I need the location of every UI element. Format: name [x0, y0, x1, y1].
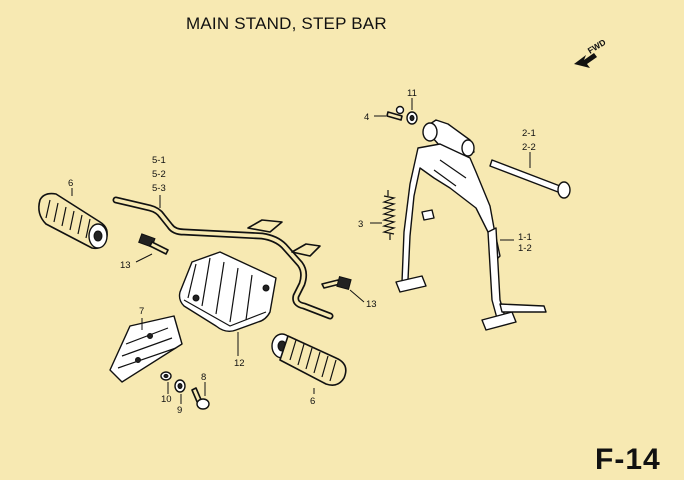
fwd-arrow-icon: FWD	[574, 37, 607, 68]
callout-washer: 9	[177, 405, 182, 416]
callout-stand-1: 1-1	[518, 232, 532, 243]
pin	[386, 105, 405, 121]
callout-step-bar-1: 5-1	[152, 155, 166, 166]
callout-clip: 11	[407, 88, 417, 99]
callout-bracket: 7	[139, 306, 144, 317]
callout-spring: 3	[358, 219, 363, 230]
spring	[381, 190, 397, 240]
nut	[160, 371, 172, 381]
clip	[406, 111, 418, 125]
page-code: F-14	[595, 443, 661, 476]
right-footpeg	[271, 333, 347, 386]
callout-bolt-lower: 13	[366, 299, 377, 310]
callout-shaft-1: 2-1	[522, 128, 536, 139]
washer	[174, 379, 186, 393]
main-stand	[395, 119, 547, 331]
pivot-shaft	[489, 159, 571, 199]
callout-pin: 4	[364, 112, 369, 123]
callout-nut: 10	[161, 394, 172, 405]
callout-shaft-2: 2-2	[522, 142, 536, 153]
callout-stand-2: 1-2	[518, 243, 532, 254]
left-footpeg	[38, 192, 108, 250]
callout-screw: 8	[201, 372, 206, 383]
step-bar	[112, 196, 334, 320]
bracket	[109, 315, 183, 383]
heel-guard	[178, 251, 277, 333]
callout-step-bar-2: 5-2	[152, 169, 166, 180]
callout-bolt-upper: 13	[120, 260, 131, 271]
callout-footpeg-right: 6	[310, 396, 315, 407]
screw	[191, 387, 210, 410]
callout-heel-guard: 12	[234, 358, 245, 369]
fwd-label: FWD	[586, 37, 608, 56]
bolt-lower	[321, 276, 352, 290]
callout-step-bar-3: 5-3	[152, 183, 166, 194]
bolt-upper	[138, 233, 169, 255]
callout-footpeg-left: 6	[68, 178, 73, 189]
diagram-title: MAIN STAND, STEP BAR	[186, 14, 387, 33]
